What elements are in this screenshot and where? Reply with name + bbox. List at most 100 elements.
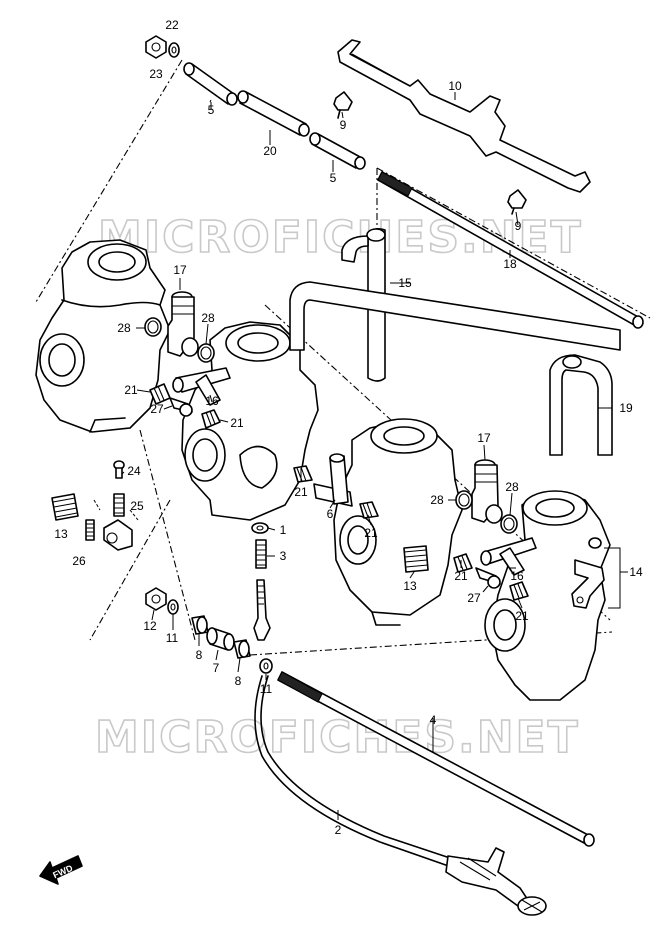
- collar-8-right: [233, 639, 251, 659]
- callout-16: 16: [510, 569, 524, 583]
- callout-11: 11: [166, 631, 179, 645]
- bracket-10: [337, 39, 591, 193]
- callout-24: 24: [127, 464, 141, 478]
- washer-22: [168, 42, 180, 58]
- callout-3: 3: [280, 549, 287, 563]
- throttle-shaft-18: [377, 171, 644, 329]
- watermark-top: MICROFICHES.NET: [98, 212, 583, 263]
- callout-27: 27: [150, 402, 164, 416]
- callout-27: 27: [467, 591, 481, 605]
- callout-21: 21: [454, 569, 468, 583]
- spring-3: [255, 539, 267, 569]
- leader-lines: [121, 92, 612, 820]
- holder-25: [103, 519, 133, 551]
- spring-25: [113, 493, 125, 517]
- o-ring-28-right-b: [500, 514, 518, 534]
- carburetor-body-third: [333, 418, 463, 626]
- callout-22: 22: [165, 18, 179, 32]
- rod-20: [237, 90, 310, 137]
- callout-28: 28: [505, 480, 519, 494]
- o-ring-28-right-a: [455, 490, 473, 510]
- callout-21: 21: [294, 485, 308, 499]
- callout-28: 28: [201, 311, 215, 325]
- fitting-16-left: [172, 367, 231, 406]
- washer-1: [251, 522, 269, 534]
- callout-7: 7: [213, 661, 220, 675]
- callout-12: 12: [143, 619, 157, 633]
- spring-13-left: [51, 493, 79, 521]
- callout-19: 19: [619, 401, 633, 415]
- callout-8: 8: [235, 674, 242, 688]
- pin-26: [85, 519, 95, 541]
- choke-rod-4: [277, 671, 595, 847]
- idle-screw-2-tip: [253, 579, 271, 641]
- callout-8: 8: [196, 648, 203, 662]
- callout-28: 28: [117, 321, 131, 335]
- callout-14: 14: [629, 565, 643, 579]
- o-ring-28-left-b: [197, 343, 215, 363]
- callout-21: 21: [230, 416, 244, 430]
- clip-9-upper: [333, 91, 353, 119]
- vent-hose-19: [549, 354, 613, 456]
- washer-11-right: [259, 658, 273, 674]
- plug-27-left: [169, 397, 193, 417]
- callout-17: 17: [477, 431, 491, 445]
- bracket-14: [571, 537, 605, 609]
- callout-1: 1: [280, 523, 287, 537]
- callout-28: 28: [430, 493, 444, 507]
- cap-21-right-a: [453, 553, 473, 573]
- callout-6: 6: [327, 507, 334, 521]
- fitting-17-left: [167, 291, 199, 357]
- callout-21: 21: [515, 609, 529, 623]
- cap-21-center-b: [359, 501, 379, 519]
- callout-17: 17: [173, 263, 187, 277]
- washer-11-left: [167, 599, 179, 615]
- vent-hose-15: [289, 228, 621, 382]
- callout-5: 5: [208, 103, 215, 117]
- callout-13: 13: [403, 579, 417, 593]
- bracket-14-lead: [604, 547, 621, 609]
- callout-26: 26: [72, 554, 86, 568]
- nut-23: [145, 35, 167, 59]
- callout-5: 5: [330, 171, 337, 185]
- collar-8-left: [191, 615, 209, 635]
- callout-18: 18: [503, 257, 517, 271]
- cap-21-center-a: [293, 465, 313, 483]
- callout-10: 10: [448, 79, 462, 93]
- forward-arrow-label: FWD: [51, 863, 74, 881]
- assembly-frame: [35, 59, 651, 656]
- fitting-17-right: [471, 459, 503, 524]
- watermark-bottom: MICROFICHES.NET: [95, 712, 580, 763]
- callout-labels: 22 23 5 20 5 9 10 9 18 15 17 28 28 21 27…: [54, 18, 643, 837]
- cap-21-right-b: [509, 581, 529, 601]
- screw-24: [113, 460, 125, 479]
- carburetor-body-right: [484, 490, 611, 701]
- callout-16: 16: [205, 394, 219, 408]
- callout-11: 11: [260, 682, 273, 696]
- rod-5-upper: [183, 62, 238, 106]
- callout-9: 9: [515, 219, 522, 233]
- throttle-cable-2: [254, 675, 547, 916]
- plug-27-right: [475, 567, 501, 589]
- callout-23: 23: [149, 67, 163, 81]
- callout-21: 21: [364, 526, 378, 540]
- carburetor-body-left: [35, 239, 171, 433]
- callout-20: 20: [263, 144, 277, 158]
- spring-13-right: [403, 545, 429, 573]
- fitting-6: [313, 453, 353, 507]
- rod-5-lower: [309, 132, 366, 170]
- callout-13: 13: [54, 527, 68, 541]
- forward-arrow-icon: FWD: [39, 855, 83, 885]
- callout-21: 21: [124, 383, 138, 397]
- callout-25: 25: [130, 499, 144, 513]
- clip-9-lower: [507, 189, 527, 215]
- fitting-16-right: [480, 537, 537, 576]
- o-ring-28-left-a: [144, 317, 162, 337]
- callout-2: 2: [335, 823, 342, 837]
- callout-15: 15: [398, 276, 412, 290]
- callout-4: 4: [430, 713, 437, 727]
- roller-7: [206, 627, 235, 651]
- nut-12: [145, 587, 167, 611]
- callout-9: 9: [340, 118, 347, 132]
